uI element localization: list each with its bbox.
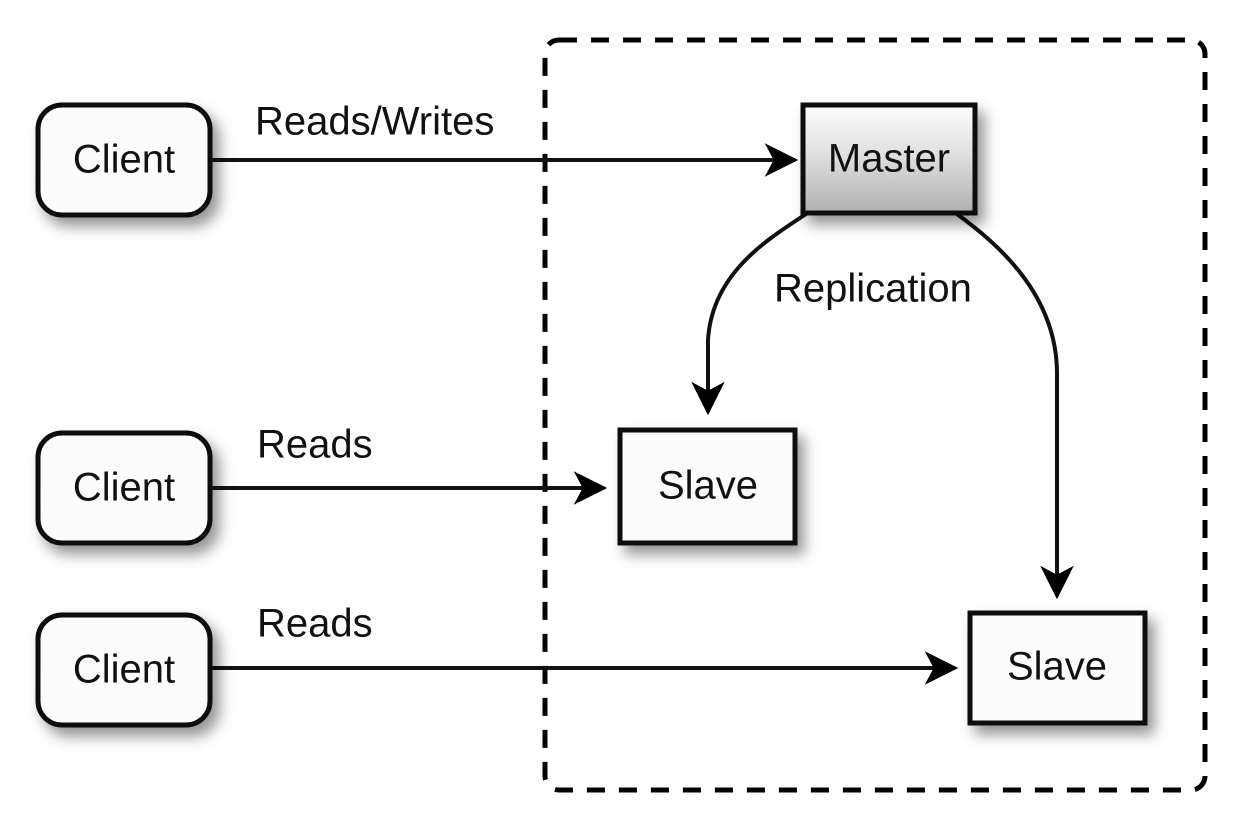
edge-label-reads-2: Reads xyxy=(257,602,373,646)
client-2-box[interactable] xyxy=(35,430,213,546)
master-box[interactable] xyxy=(800,102,978,216)
edge-label-reads-writes: Reads/Writes xyxy=(255,100,494,144)
client-3-label: Client xyxy=(73,648,175,692)
edge-master-slave1-line xyxy=(691,212,808,416)
edge-label-replication: Replication xyxy=(774,267,972,311)
slave-1-label: Slave xyxy=(658,464,758,508)
master-label: Master xyxy=(828,137,950,181)
client-2-label: Client xyxy=(73,466,175,510)
edge-master-slave2-line xyxy=(955,212,1074,600)
client-1-label: Client xyxy=(73,138,175,182)
slave-2-box[interactable] xyxy=(967,610,1148,726)
edge-label-reads-1: Reads xyxy=(257,423,373,467)
client-3-box[interactable] xyxy=(35,612,213,728)
node-client-3[interactable]: Client xyxy=(35,612,213,728)
node-client-2[interactable]: Client xyxy=(35,430,213,546)
node-slave-2[interactable]: Slave xyxy=(967,610,1148,726)
slave-1-box[interactable] xyxy=(617,427,798,546)
edge-label-group: Reads/Writes Replication Reads Reads xyxy=(255,100,972,646)
node-client-1[interactable]: Client xyxy=(35,102,213,218)
node-master[interactable]: Master xyxy=(800,102,978,216)
client-1-box[interactable] xyxy=(35,102,213,218)
edge-group xyxy=(212,143,1074,685)
slave-2-label: Slave xyxy=(1007,645,1107,689)
replication-boundary xyxy=(542,37,1208,793)
node-slave-1[interactable]: Slave xyxy=(617,427,798,546)
